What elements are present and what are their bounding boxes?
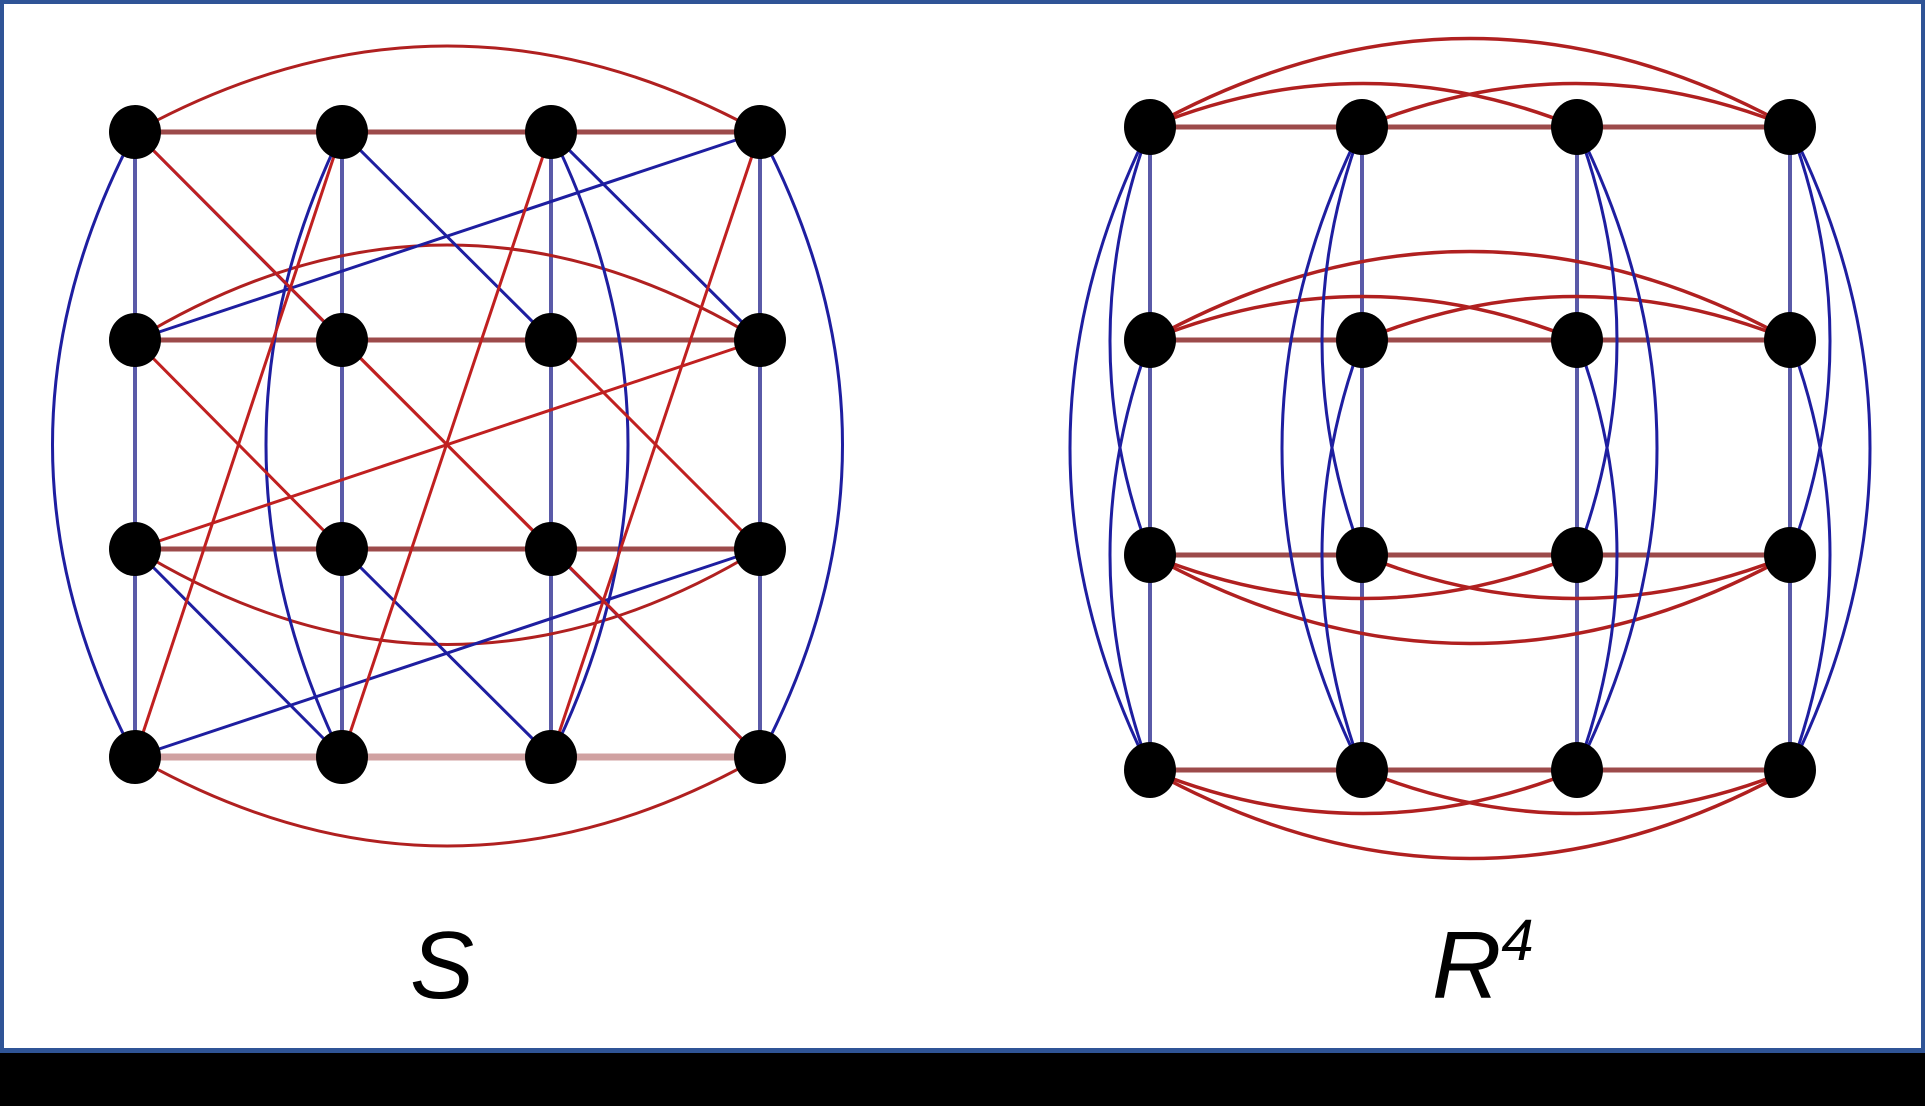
s-nodes <box>109 105 786 784</box>
r4-blue-column-arcs <box>1068 126 1872 771</box>
r4-red-row-arcs <box>1149 36 1791 861</box>
graph-r4 <box>1068 36 1872 861</box>
s-grid-horizontal-edges <box>135 129 760 761</box>
graph-s-label: S <box>410 918 474 1014</box>
bottom-black-strip <box>0 1053 1925 1106</box>
graph-r4-label: R4 <box>1432 912 1534 1014</box>
graph-s <box>51 44 844 848</box>
s-grid-vertical-edges <box>133 132 762 757</box>
graph-r4-label-superscript: 4 <box>1501 908 1534 973</box>
s-red-diagonal-edges <box>133 130 762 759</box>
r4-grid-horizontal-edges <box>1150 124 1790 773</box>
r4-grid-vertical-edges <box>1148 127 1792 770</box>
s-inner-arcs <box>134 131 761 758</box>
s-outer-arcs <box>51 44 844 848</box>
graph-s-label-text: S <box>410 912 475 1019</box>
graphs-canvas <box>51 36 1872 861</box>
r4-nodes <box>1124 99 1816 798</box>
graph-r4-label-text: R <box>1432 912 1502 1019</box>
